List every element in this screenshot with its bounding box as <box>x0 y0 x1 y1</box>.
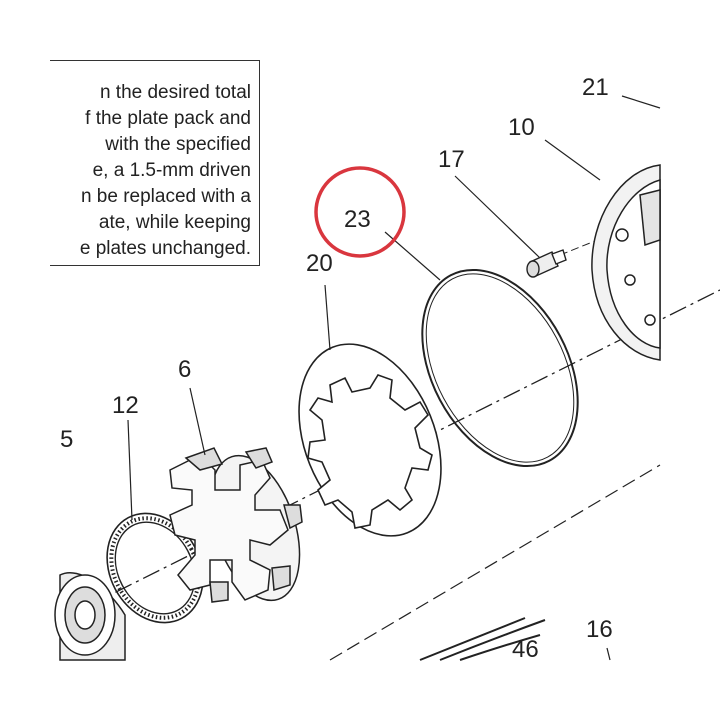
center-axis <box>59 289 720 621</box>
note-line: e, a 1.5-mm driven <box>92 160 251 181</box>
callout-23: 23 <box>344 206 371 233</box>
callout-20: 20 <box>306 250 333 277</box>
note-line: with the specified <box>105 134 251 155</box>
pin-axis <box>559 234 611 256</box>
note-box: n the desired total f the plate pack and… <box>50 60 260 266</box>
clutch-plate-20 <box>298 343 442 537</box>
note-line: ate, while keeping <box>98 212 251 233</box>
callout-21: 21 <box>582 74 609 101</box>
callout-17: 17 <box>438 146 465 173</box>
note-line: n be replaced with a <box>80 186 251 207</box>
note-line: f the plate pack and <box>85 108 251 129</box>
o-ring-23 <box>421 268 579 468</box>
housing-cover-10 <box>591 164 661 361</box>
hub-part-5 <box>54 572 126 661</box>
spider-hub-6 <box>169 447 303 603</box>
callout-5: 5 <box>60 426 74 453</box>
callout-46: 46 <box>512 636 539 663</box>
lower-axis <box>329 464 661 661</box>
part-46-lines <box>419 617 546 661</box>
callout-10: 10 <box>508 114 535 141</box>
pin-17 <box>526 249 567 278</box>
highlight-circle <box>314 166 406 258</box>
note-line: n the desired total <box>99 82 251 103</box>
callout-16: 16 <box>586 616 613 643</box>
note-line: e plates unchanged. <box>79 238 251 259</box>
callout-12: 12 <box>112 392 139 419</box>
callout-6: 6 <box>178 356 192 383</box>
leader-lines <box>127 95 661 661</box>
